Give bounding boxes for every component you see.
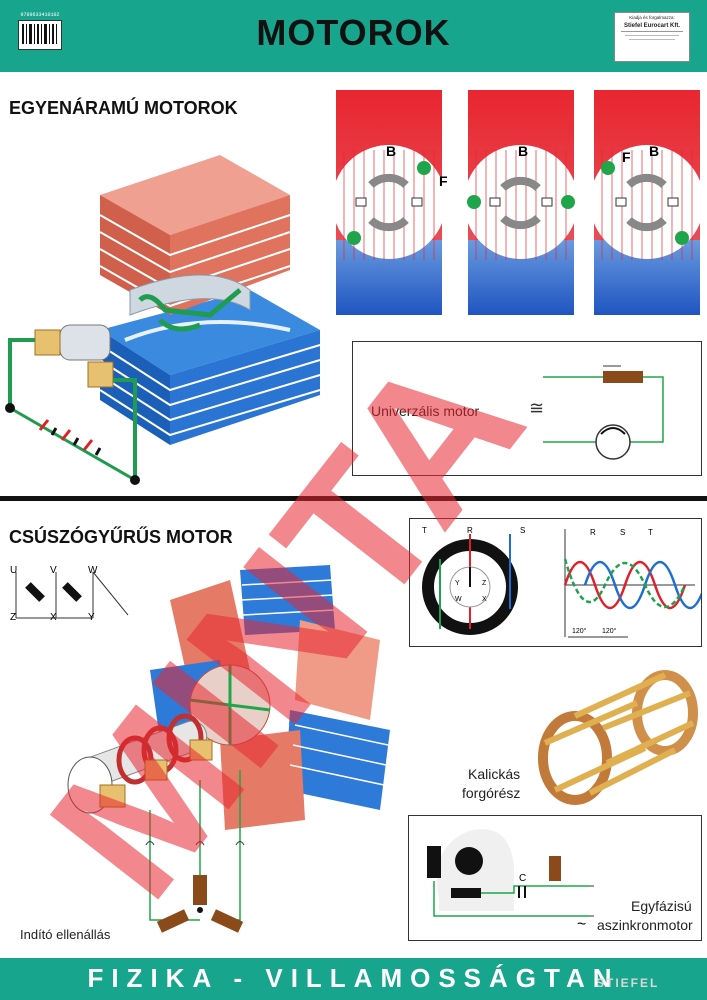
phase-label-t: T [422,526,427,535]
single-phase-label-2: aszinkronmotor [597,917,693,933]
universal-motor-panel: Univerzális motor ≅ [352,341,702,476]
universal-motor-label: Univerzális motor [371,403,480,419]
slip-ring-title: CSÚSZÓGYŰRŰS MOTOR [9,527,233,547]
force-label-3: F [622,149,631,165]
section-divider [0,496,707,501]
single-phase-circuit: C ~ [427,829,594,933]
three-phase-diagram: T R S Y Z W X R S T 120° 120° [422,526,701,638]
phase-label-s: S [520,526,525,535]
wave-label-t: T [648,528,653,537]
terminal-w: W [88,565,98,576]
dc-panel-2: B [464,90,578,315]
starter-label: Indító ellenállás [20,927,111,942]
single-phase-label-1: Egyfázisú [631,898,692,914]
publisher-line-1: Kiadja és forgalmazza: [629,15,675,20]
cage-rotor-illustration [538,670,698,805]
cage-rotor-label-2: forgórész [462,785,521,801]
publisher-line-2: Stiefel Eurocart Kft. [623,23,680,29]
universal-motor-symbol: ≅ [529,398,545,418]
coil-label-x: X [482,596,487,603]
terminal-diagram [15,571,129,619]
coil-label-w: W [455,596,462,603]
header-bar [0,0,707,72]
field-label-3: B [649,143,659,159]
phase-label-r: R [467,526,473,535]
dc-rotation-panels: B F B B F [336,90,704,315]
cage-rotor-label-1: Kalickás [468,766,521,782]
publisher-box: Kiadja és forgalmazza: Stiefel Eurocart … [614,12,690,62]
universal-motor-circuit [543,365,664,460]
terminal-u: U [10,565,18,576]
field-label-2: B [518,143,528,159]
single-phase-panel: C ~ Egyfázisú aszinkronmotor [408,815,702,941]
three-phase-panel: T R S Y Z W X R S T 120° 120° [409,518,702,647]
terminal-y: Y [88,612,95,623]
slip-ring-motor-illustration [67,565,390,933]
dc-motor-illustration [5,155,321,485]
terminal-z: Z [10,612,17,623]
brand-watermark: STIEFEL [596,976,660,990]
dc-panel-1: B F [336,90,448,315]
single-phase-symbol: ~ [577,916,586,933]
dc-motors-title: EGYENÁRAMÚ MOTOROK [9,98,238,118]
dc-panel-3: B F [590,90,704,315]
angle-label-1: 120° [572,627,587,635]
barcode: 9789633410102 [18,12,62,50]
wave-label-s: S [620,528,625,537]
barcode-number: 9789633410102 [20,12,60,18]
capacitor-label: C [519,873,526,884]
footer-text: FIZIKA - VILLAMOSSÁGTAN [87,963,620,993]
angle-label-2: 120° [602,627,617,635]
force-label-1: F [439,173,448,189]
footer-bar [0,958,707,1000]
page-title: MOTOROK [256,12,451,53]
wave-label-r: R [590,528,596,537]
terminal-v: V [50,565,57,576]
field-label-1: B [386,143,396,159]
terminal-x: X [50,612,57,623]
coil-label-y: Y [455,580,460,587]
coil-label-z: Z [482,580,487,587]
